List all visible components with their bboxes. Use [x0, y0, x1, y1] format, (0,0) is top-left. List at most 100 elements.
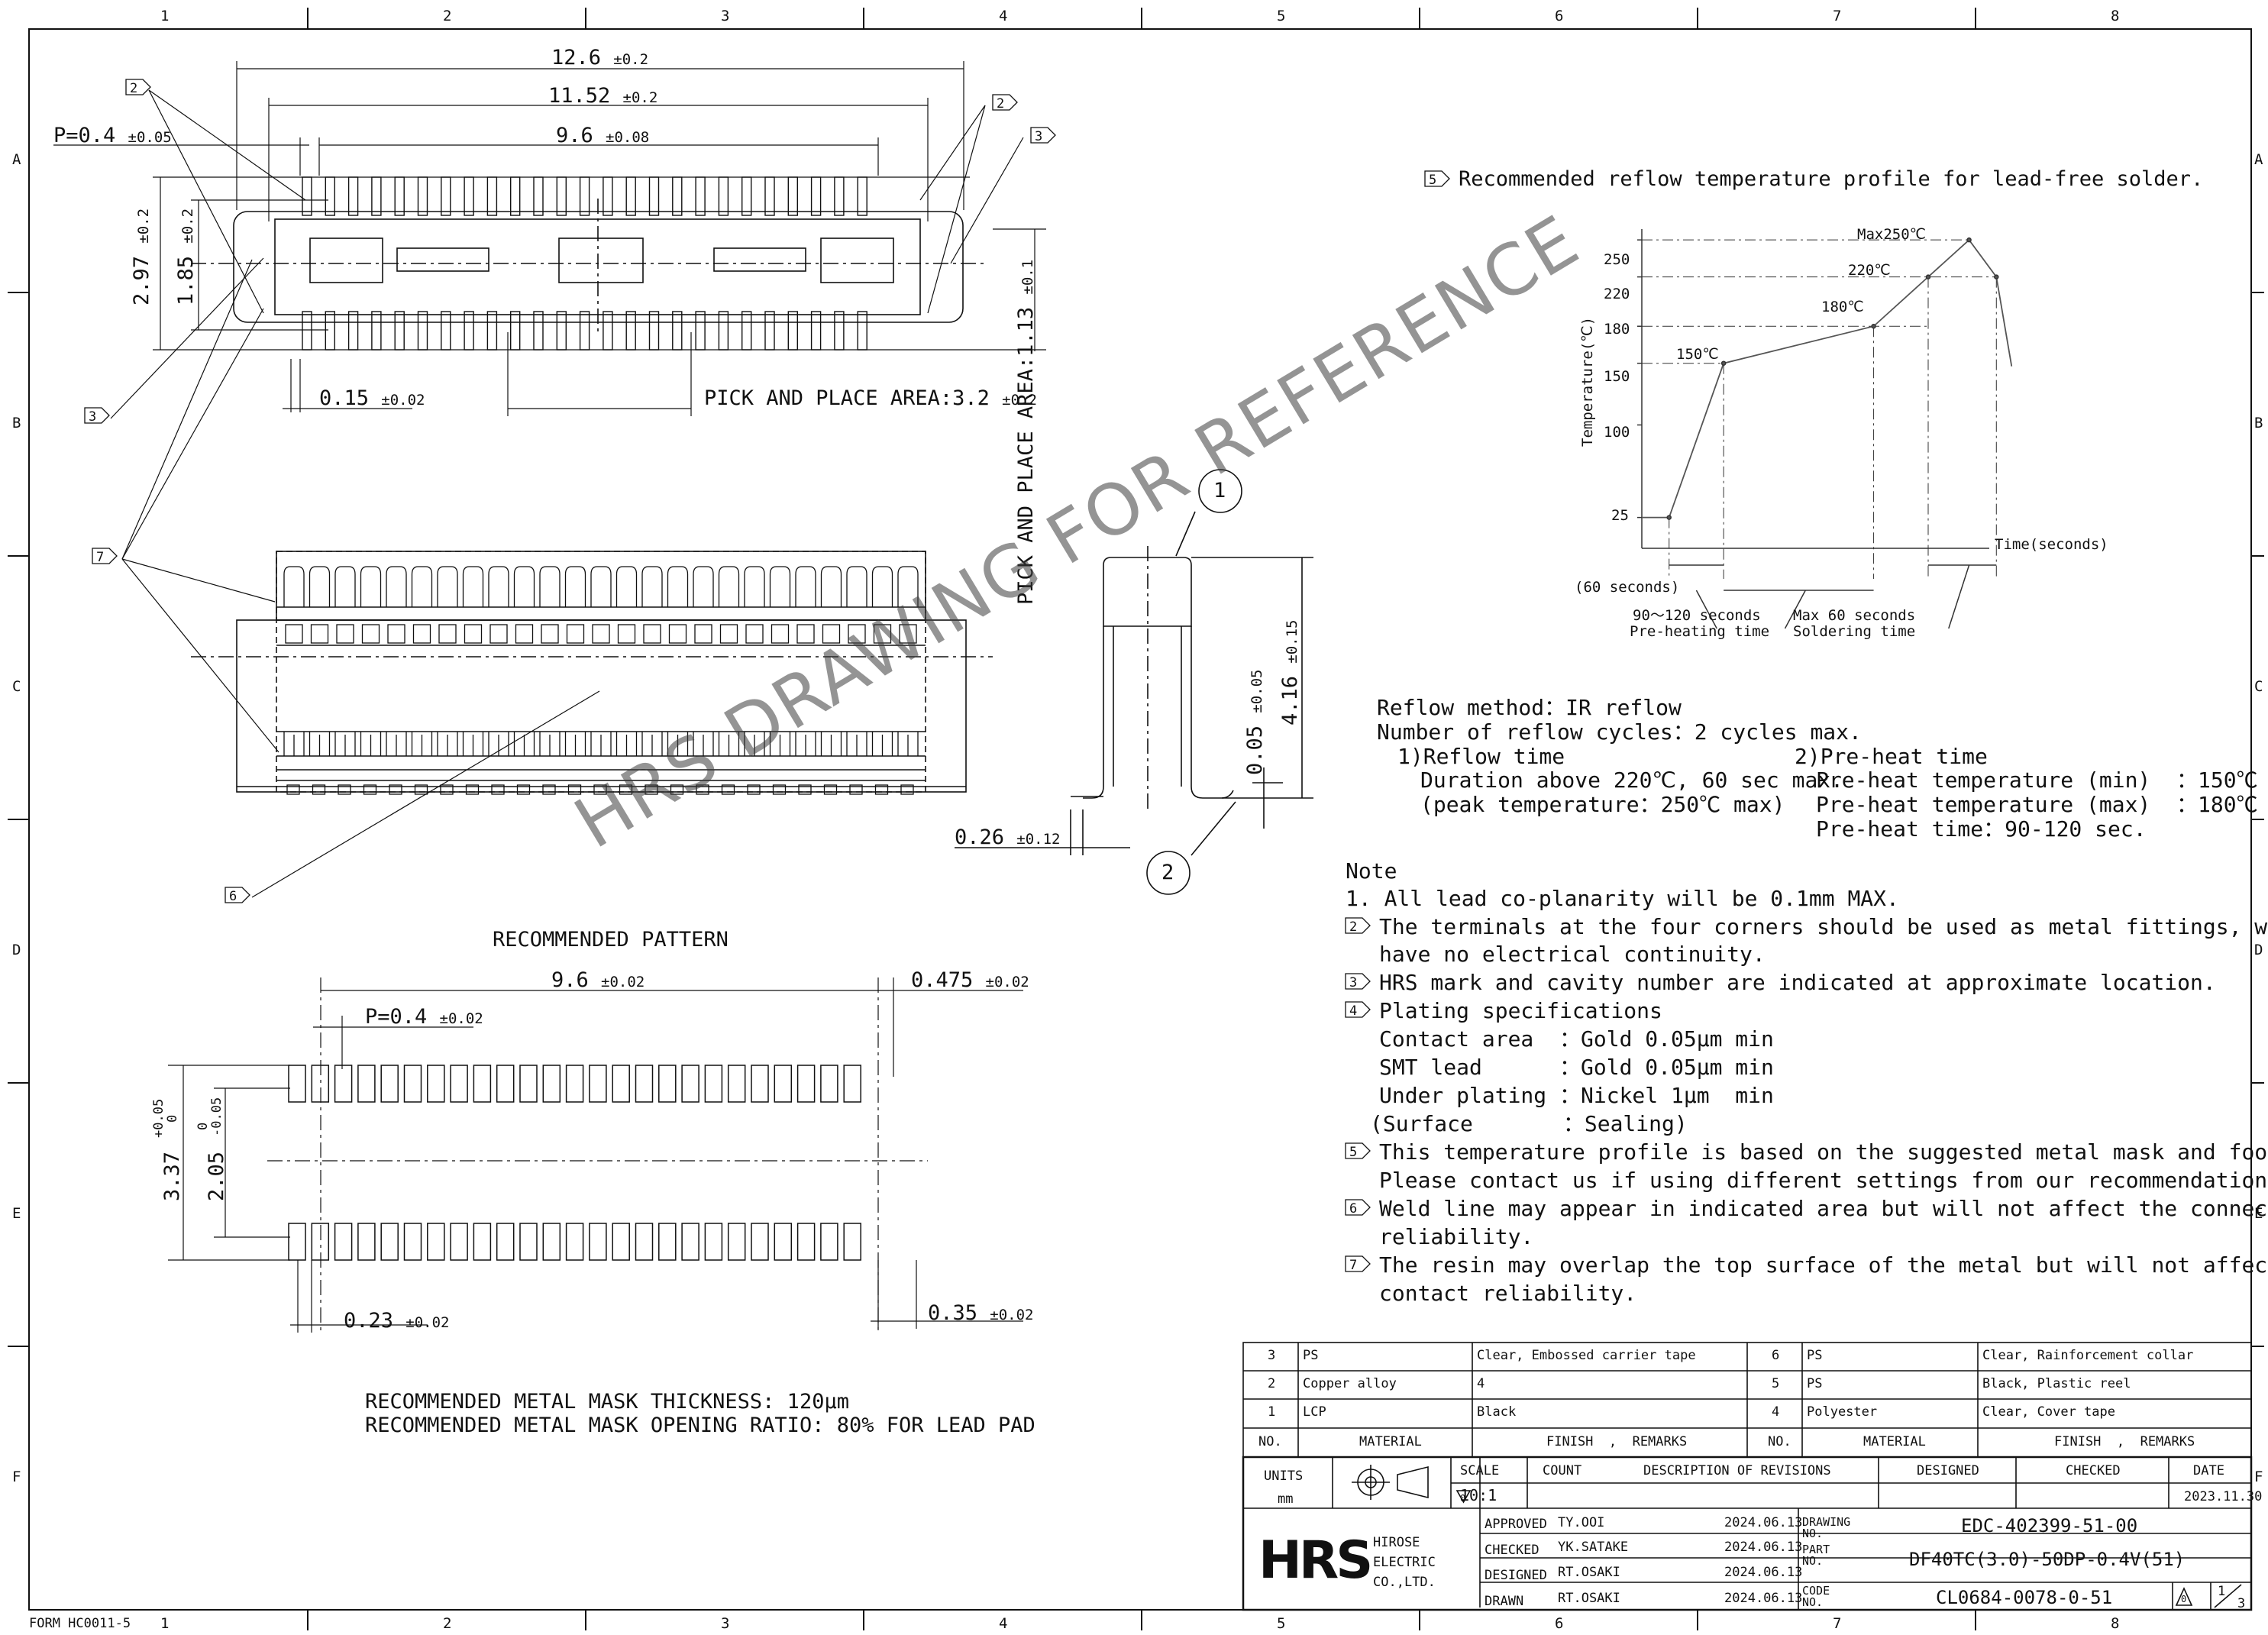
pattern-pad-upper	[751, 1065, 769, 1103]
dim-value: 1.85	[174, 255, 198, 305]
dim-tolerance: ±0.02	[601, 974, 645, 990]
front-pin-upper	[667, 566, 689, 607]
front-pin-upper	[283, 566, 305, 607]
reflow-point	[1966, 237, 1972, 243]
note-flag-6: 6	[1349, 1201, 1358, 1217]
dim-pattern-pitch: P=0.4 ±0.02	[365, 1007, 483, 1027]
sheet-rev-mark: 0	[2181, 1594, 2187, 1604]
drawn-by: RT.OSAKI	[1558, 1591, 1620, 1606]
front-pin-slot-upper	[643, 624, 661, 644]
front-pin-foot	[542, 784, 556, 795]
pattern-pad-lower	[704, 1223, 723, 1261]
front-pin-slot-upper	[412, 624, 431, 644]
pattern-pad-lower	[589, 1223, 607, 1261]
col-label-7: 7	[1833, 8, 1842, 24]
pattern-pad-upper	[519, 1065, 538, 1103]
front-pin-slot-upper	[489, 624, 508, 644]
reflow-method: Reflow method：IR reflow	[1377, 695, 1682, 720]
preheat-heading: 2)Pre-heat time	[1795, 744, 1988, 769]
scale-value: 10:1	[1460, 1486, 1497, 1504]
dim-tolerance: ±0.2	[622, 89, 658, 106]
reflow-seg-soldering-a: Max 60 seconds	[1793, 607, 1916, 624]
bom-header-cell: MATERIAL	[1359, 1434, 1422, 1449]
dim-tolerance: ±0.2	[179, 208, 196, 244]
front-pin-slot-upper	[285, 624, 303, 644]
front-pin-slot-upper	[541, 624, 559, 644]
front-pin-foot	[593, 784, 607, 795]
bom-cell: 1	[1268, 1404, 1276, 1420]
pattern-pad-lower	[450, 1223, 468, 1261]
reflow-label-150: 150℃	[1676, 346, 1719, 363]
front-pin-lower	[871, 732, 893, 756]
code-number: CL0684-0078-0-51	[1936, 1587, 2113, 1608]
row-label-f: F	[12, 1469, 21, 1485]
pattern-pad-lower	[658, 1223, 677, 1261]
dim-height-inner: 1.85 ±0.2	[174, 208, 198, 305]
reflow-ytick-180: 180	[1604, 321, 1630, 338]
rev-desc-header: DESCRIPTION OF REVISIONS	[1643, 1463, 1831, 1478]
front-pin-slot-upper	[361, 624, 380, 644]
note-flag-5: 5	[1349, 1145, 1358, 1160]
front-view-pins	[283, 566, 919, 795]
col-label-6: 6	[1555, 8, 1564, 24]
top-pin	[625, 176, 636, 216]
dim-value: 0.23	[344, 1309, 394, 1333]
pattern-pad-upper	[635, 1065, 654, 1103]
front-pin-upper	[615, 566, 638, 607]
pattern-pad-lower	[681, 1223, 699, 1261]
pattern-pad-lower	[820, 1223, 838, 1261]
note-flags	[84, 79, 1450, 1272]
pattern-pad-upper	[612, 1065, 630, 1103]
bom-cell: Black	[1477, 1404, 1517, 1420]
dim-value: 0.05	[1243, 725, 1267, 775]
front-pin-lower	[334, 732, 356, 756]
reflow-x-label: Time(seconds)	[1995, 536, 2108, 553]
front-pin-lower	[744, 732, 765, 756]
front-pin-lower	[411, 732, 433, 756]
drawing-number: EDC-402399-51-00	[1961, 1515, 2138, 1536]
front-pin-lower	[488, 732, 509, 756]
mask-opening-ratio: RECOMMENDED METAL MASK OPENING RATIO: 80…	[365, 1414, 1035, 1437]
bom-cell: 2	[1268, 1376, 1276, 1391]
front-pin-upper	[744, 566, 765, 607]
bom-cell: Polyester	[1807, 1404, 1878, 1420]
bom-cell: Clear, Cover tape	[1982, 1404, 2115, 1420]
front-pin-upper	[846, 566, 867, 607]
front-pin-upper	[718, 566, 740, 607]
row-label-d: D	[12, 942, 21, 958]
dim-value: 9.6	[551, 968, 589, 992]
top-pin	[347, 176, 359, 216]
front-pin-slot-upper	[438, 624, 457, 644]
pattern-pad-lower	[380, 1223, 399, 1261]
note-flag-2: 2	[1349, 919, 1358, 935]
pattern-pad-upper	[843, 1065, 861, 1103]
top-pin	[464, 311, 474, 351]
top-pin	[417, 311, 428, 351]
drawn-date: 2024.06.13	[1724, 1591, 1803, 1606]
top-pin	[787, 176, 799, 216]
top-pin	[810, 311, 822, 351]
front-pin-lower	[309, 732, 331, 756]
note-flag-shape	[92, 548, 118, 564]
reflow-ytick-220: 220	[1604, 286, 1630, 302]
pattern-pad-lower	[751, 1223, 769, 1261]
top-pin	[741, 176, 752, 216]
company-line-3: CO.,LTD.	[1373, 1575, 1436, 1590]
form-number: FORM HC0011-5	[29, 1616, 131, 1631]
pattern-pad-lower	[496, 1223, 515, 1261]
top-pin	[302, 176, 312, 216]
pattern-pad-upper	[334, 1065, 353, 1103]
top-pin	[394, 176, 405, 216]
front-pin-slot-upper	[592, 624, 610, 644]
mask-thickness: RECOMMENDED METAL MASK THICKNESS: 120μm	[365, 1390, 849, 1414]
reflow-y-label: Temperature(℃)	[1579, 316, 1596, 447]
front-pin-upper	[437, 566, 458, 607]
front-pin-lower	[590, 732, 612, 756]
dim-tolerance: ±0.15	[1284, 619, 1300, 664]
col-label-4: 4	[999, 8, 1008, 24]
reflow-leader	[1948, 564, 1970, 629]
front-pin-foot	[798, 784, 812, 795]
bom-cell: Clear, Embossed carrier tape	[1477, 1348, 1696, 1363]
reflow-seg-preheat-time-b: Pre-heating time	[1630, 623, 1770, 640]
bom-header-cell: NO.	[1258, 1434, 1282, 1449]
